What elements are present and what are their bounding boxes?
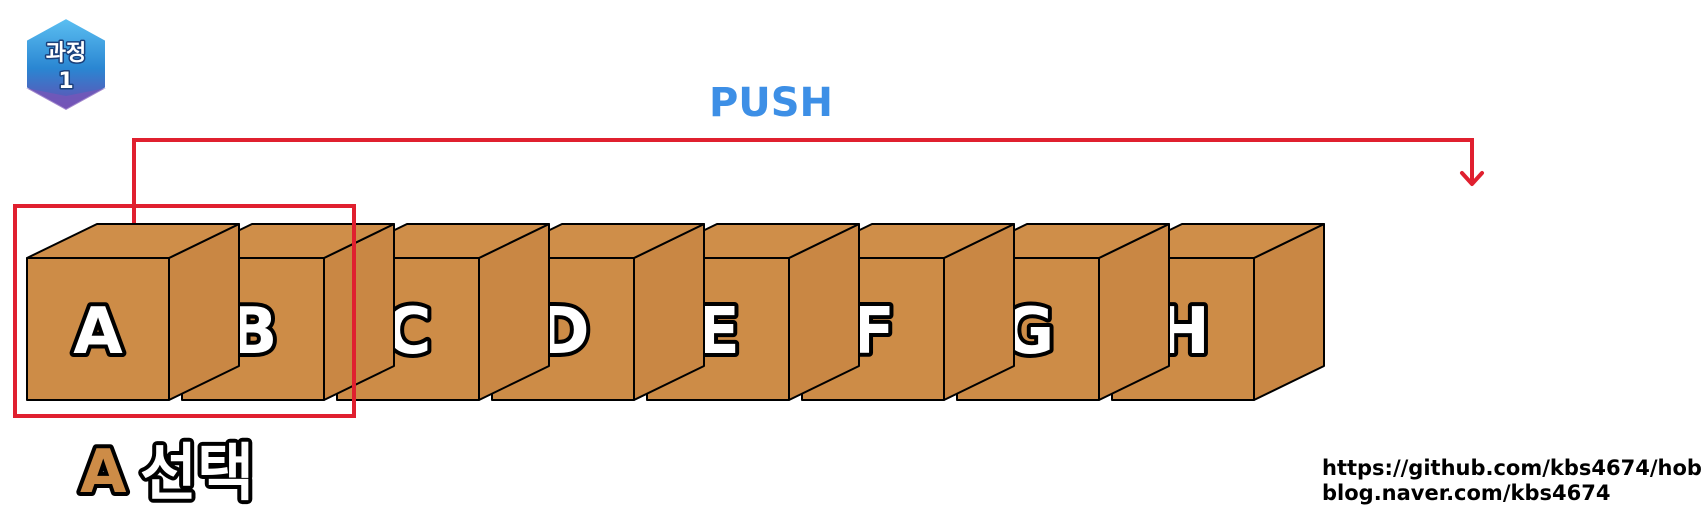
badge-line-1: 과정 (46, 41, 86, 66)
box-letter: A (73, 295, 123, 369)
push-arrow-head (1460, 171, 1484, 186)
box-a: A (26, 223, 240, 401)
selection-caption: A 선택 (76, 432, 258, 510)
blog-credit: blog.naver.com/kbs4674 (1322, 481, 1610, 505)
push-arrow-line (132, 138, 1474, 237)
badge-hexagon-facet (26, 88, 106, 110)
box-front-face (26, 257, 170, 401)
selection-highlight (13, 204, 356, 418)
push-label: PUSH (709, 80, 833, 126)
badge-line-2: 1 (58, 69, 73, 94)
step-badge: 과정 1 (25, 16, 107, 112)
github-credit: https://github.com/kbs4674/hobbycup (1322, 456, 1701, 480)
credits: https://github.com/kbs4674/hobbycup blog… (1320, 454, 1701, 507)
selection-letter: A (80, 437, 127, 507)
selection-word: 선택 (140, 436, 254, 509)
